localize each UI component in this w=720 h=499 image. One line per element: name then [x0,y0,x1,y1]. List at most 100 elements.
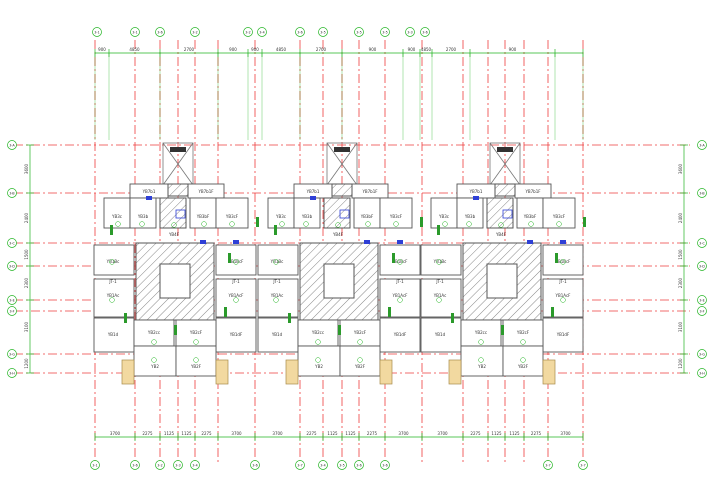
green-marker [288,313,291,323]
axis-label-left: 3-D [9,264,15,268]
room-label: YB2 [314,364,323,369]
room-label: YB2 [477,364,486,369]
room [103,197,131,229]
axis-label-bottom: 3-5 [339,463,344,467]
axis-bubble-bottom [130,460,140,470]
green-marker [228,253,231,263]
shaft-void [323,263,355,299]
room-label: YB3c [111,214,122,219]
room [215,278,257,318]
room-label: YB2cc [474,330,487,335]
axis-bubble-bottom [295,460,305,470]
core-hatch [486,197,514,229]
axis-bubble-left [7,349,17,359]
room-label: YB1AcF [392,293,409,298]
axis-bubble-top [92,27,102,37]
room-id-circle [315,339,321,345]
axis-label-top: 3-2 [192,30,197,34]
axis-label-bottom: 3-6 [252,463,257,467]
green-marker [124,313,127,323]
stair-tag-bg [334,147,350,152]
axis-label-top: 3-2 [245,30,250,34]
top-dim-value: 900 [369,47,377,52]
balcony-slab [215,359,229,385]
room-id-circle [436,297,442,303]
axis-label-top: 3-5 [382,30,387,34]
room-label: YB2 [150,364,159,369]
blue-marker [200,240,206,244]
axis-label-top: 3-3 [407,30,412,34]
room-id-circle [498,222,504,228]
blue-box [502,209,513,219]
axis-label-top: 3-6 [157,30,162,34]
room-id-circle [279,221,285,227]
green-marker [451,313,454,323]
room [420,244,462,276]
right-dim-value: 2300 [678,277,683,288]
room [215,244,257,276]
room-label: YB7b1F [361,189,378,194]
axis-bubble-bottom [543,460,553,470]
axis-label-bottom: 3-6 [132,463,137,467]
room-label: YB1d [271,332,283,337]
green-marker [555,253,558,263]
axis-bubble-bottom [318,460,328,470]
room [542,278,584,318]
room [189,197,217,229]
room [129,197,157,229]
axis-bubble-bottom [155,460,165,470]
room-label: YB3c [275,214,286,219]
room [293,197,321,229]
room-label: YB3b [137,214,149,219]
shaft-void [159,263,191,299]
bottom-dim-value: 1125 [164,431,175,436]
room-id-circle [560,297,566,303]
room-code: JT-1 [272,279,281,284]
axis-bubble-bottom [250,460,260,470]
axis-bubble-bottom [337,460,347,470]
room-label: YB1Ac [433,293,447,298]
room-id-circle [528,221,534,227]
green-marker [583,217,586,227]
axis-label-right: 3-H [699,371,705,375]
room-id-circle [466,221,472,227]
room [133,345,177,377]
blue-marker [310,196,316,200]
room-id-circle [151,339,157,345]
stair-diag [326,142,358,186]
room-label: YB2F [354,364,366,369]
bottom-dim-value: 1125 [509,431,520,436]
left-dim-value: 1500 [24,249,29,260]
room-label: YB1BcF [228,259,245,264]
axis-label-left: 3-A [9,143,15,147]
axis-bubble-bottom [380,460,390,470]
top-dim-value: 4850 [421,47,432,52]
axis-bubble-right [697,295,707,305]
right-dim-value: 2400 [678,212,683,223]
room [420,278,462,318]
axis-bubble-top [190,27,200,37]
axis-label-bottom: 3-1 [92,463,97,467]
axis-label-bottom: 3-7 [545,463,550,467]
room-code: JT-1 [395,279,404,284]
room-label: YB1AcF [555,293,572,298]
room-id-circle [303,221,309,227]
room-label: YB3b [464,214,476,219]
axis-bubble-bottom [190,460,200,470]
bottom-dim-value: 3700 [560,431,571,436]
room-id-circle [560,259,566,265]
room-id-circle [233,259,239,265]
bottom-dim-value: 3700 [231,431,242,436]
axis-bubble-right [697,306,707,316]
room-id-circle [193,339,199,345]
room-label: YB7b1 [469,189,483,194]
room-label: YB3c [438,214,449,219]
top-dim-value: 2700 [316,47,327,52]
room [420,317,462,353]
shaft-void [486,263,518,299]
left-dim-value: 2300 [24,277,29,288]
room-label: YB1Ac [270,293,284,298]
